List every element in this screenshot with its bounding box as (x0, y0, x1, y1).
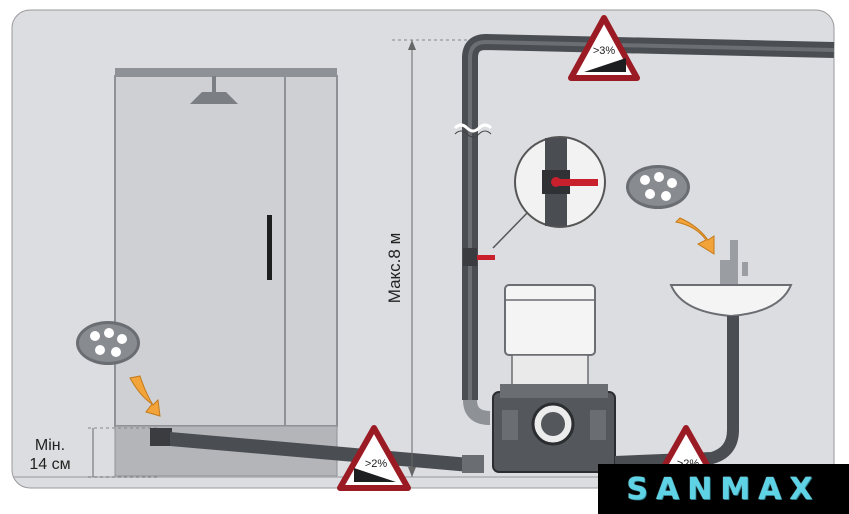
max-height-dimension (392, 39, 470, 477)
sink (669, 240, 793, 318)
arrow-icon (129, 375, 161, 417)
strainer-icon (76, 321, 140, 365)
min-height-bracket (88, 427, 160, 478)
max-height-label: Макс.8 м (385, 233, 404, 304)
sink-drain-pipe (614, 316, 739, 468)
valve-detail-callout (492, 136, 606, 249)
min-height-label-1: Мін. (35, 437, 65, 454)
door-handle (267, 215, 272, 280)
arrow-icon (674, 217, 715, 255)
slope-left-label: >2% (365, 458, 388, 470)
shower-head-icon (190, 76, 238, 104)
sanmax-logo: SANMAX (598, 464, 849, 514)
slope-top-label: >3% (593, 45, 616, 57)
logo-text: SANMAX (626, 471, 821, 507)
min-height-label-2: 14 см (29, 456, 70, 473)
slope-warning-left: >2% (337, 425, 411, 491)
discharge-pipe (453, 34, 835, 425)
slope-warning-top: >3% (568, 15, 640, 81)
strainer-icon (626, 165, 690, 209)
shower-cabin (114, 68, 338, 477)
pump-unit (492, 284, 616, 473)
valve-icon (463, 248, 495, 266)
